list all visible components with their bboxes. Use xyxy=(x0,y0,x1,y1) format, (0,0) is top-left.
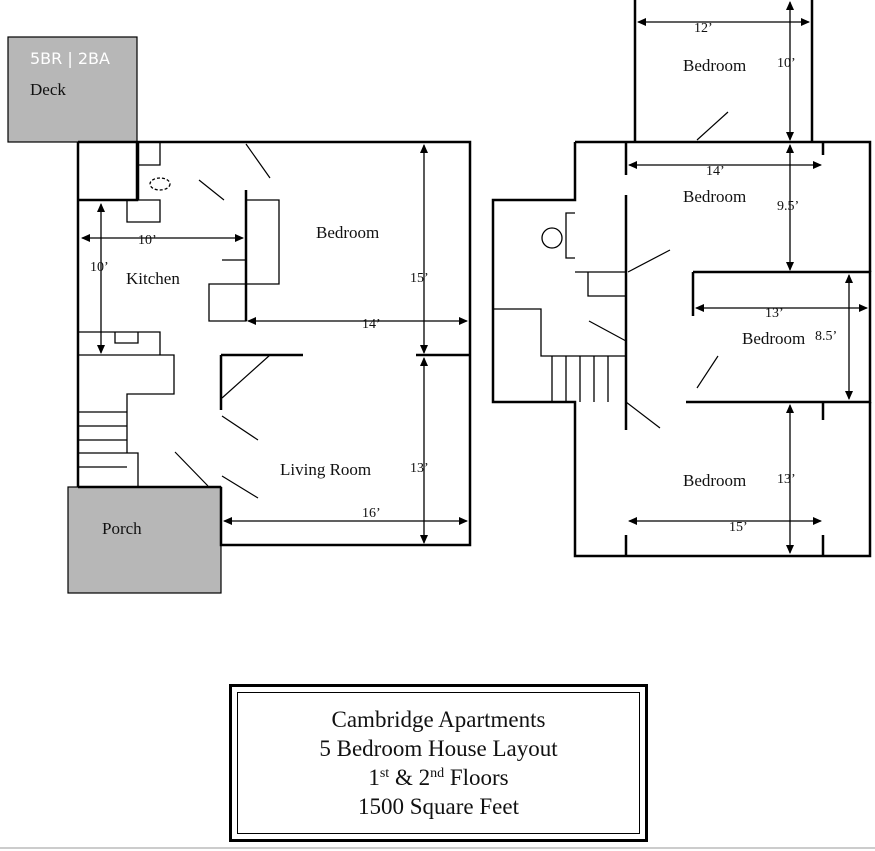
dim-upper-depth: 9.5’ xyxy=(777,199,799,214)
bedroom-label-first-floor: Bedroom xyxy=(316,223,379,242)
first-floor-doors xyxy=(174,143,271,499)
floor-2-suffix: nd xyxy=(430,766,445,781)
bed-bath-badge: 5BR | 2BA xyxy=(30,49,110,68)
kitchen-label: Kitchen xyxy=(126,269,180,288)
bedroom-label-upper: Bedroom xyxy=(683,187,746,206)
first-floor-interior-walls xyxy=(136,142,470,410)
first-floor: Deck 5BR | 2BA Porch Kitchen Bedroom Liv… xyxy=(7,36,472,594)
second-floor-interior-walls xyxy=(624,142,872,556)
dim-living-depth: 13’ xyxy=(410,461,429,476)
second-floor-fixtures xyxy=(493,212,627,402)
bedroom-label-top: Bedroom xyxy=(683,56,746,75)
floor-1: 1 xyxy=(368,765,380,790)
second-floor-doors xyxy=(588,111,729,429)
dim-top-width: 12’ xyxy=(694,21,713,36)
second-floor-outer-walls xyxy=(491,0,872,558)
dim-kitchen-width: 10’ xyxy=(138,233,157,248)
dim-living-width: 16’ xyxy=(362,506,381,521)
floor-1-suffix: st xyxy=(379,766,390,781)
porch-label: Porch xyxy=(102,519,142,538)
dim-right-width: 13’ xyxy=(765,306,784,321)
title-line-4: 1500 Square Feet xyxy=(358,794,519,819)
dim-bedroom-depth: 15’ xyxy=(410,271,429,286)
dim-top-depth: 10’ xyxy=(777,56,796,71)
title-block: Cambridge Apartments 5 Bedroom House Lay… xyxy=(229,684,648,842)
bedroom-label-right: Bedroom xyxy=(742,329,805,348)
title-line-2: 5 Bedroom House Layout xyxy=(319,736,558,761)
deck-area xyxy=(7,36,138,143)
title-line-1: Cambridge Apartments xyxy=(331,707,546,732)
dim-kitchen-depth: 10’ xyxy=(90,260,109,275)
toilet-icon-upstairs xyxy=(541,227,563,249)
first-floor-fixtures xyxy=(78,141,280,487)
living-room-label: Living Room xyxy=(280,460,371,479)
title-block-inner: Cambridge Apartments 5 Bedroom House Lay… xyxy=(237,692,640,834)
deck-label: Deck xyxy=(30,80,66,99)
floors-word: Floors xyxy=(444,765,509,790)
floor-2: & 2 xyxy=(389,765,431,790)
dim-right-depth: 8.5’ xyxy=(815,329,837,344)
dim-bottom-depth: 13’ xyxy=(777,472,796,487)
porch-area xyxy=(67,486,222,594)
toilet-icon xyxy=(149,177,171,191)
second-floor: Bedroom Bedroom Bedroom Bedroom 12’ 10’ … xyxy=(491,0,872,558)
bedroom-label-bottom: Bedroom xyxy=(683,471,746,490)
title-line-3: 1st & 2nd Floors xyxy=(368,763,508,792)
dim-upper-width: 14’ xyxy=(706,164,725,179)
dim-bedroom-width: 14’ xyxy=(362,317,381,332)
dim-bottom-width: 15’ xyxy=(729,520,748,535)
